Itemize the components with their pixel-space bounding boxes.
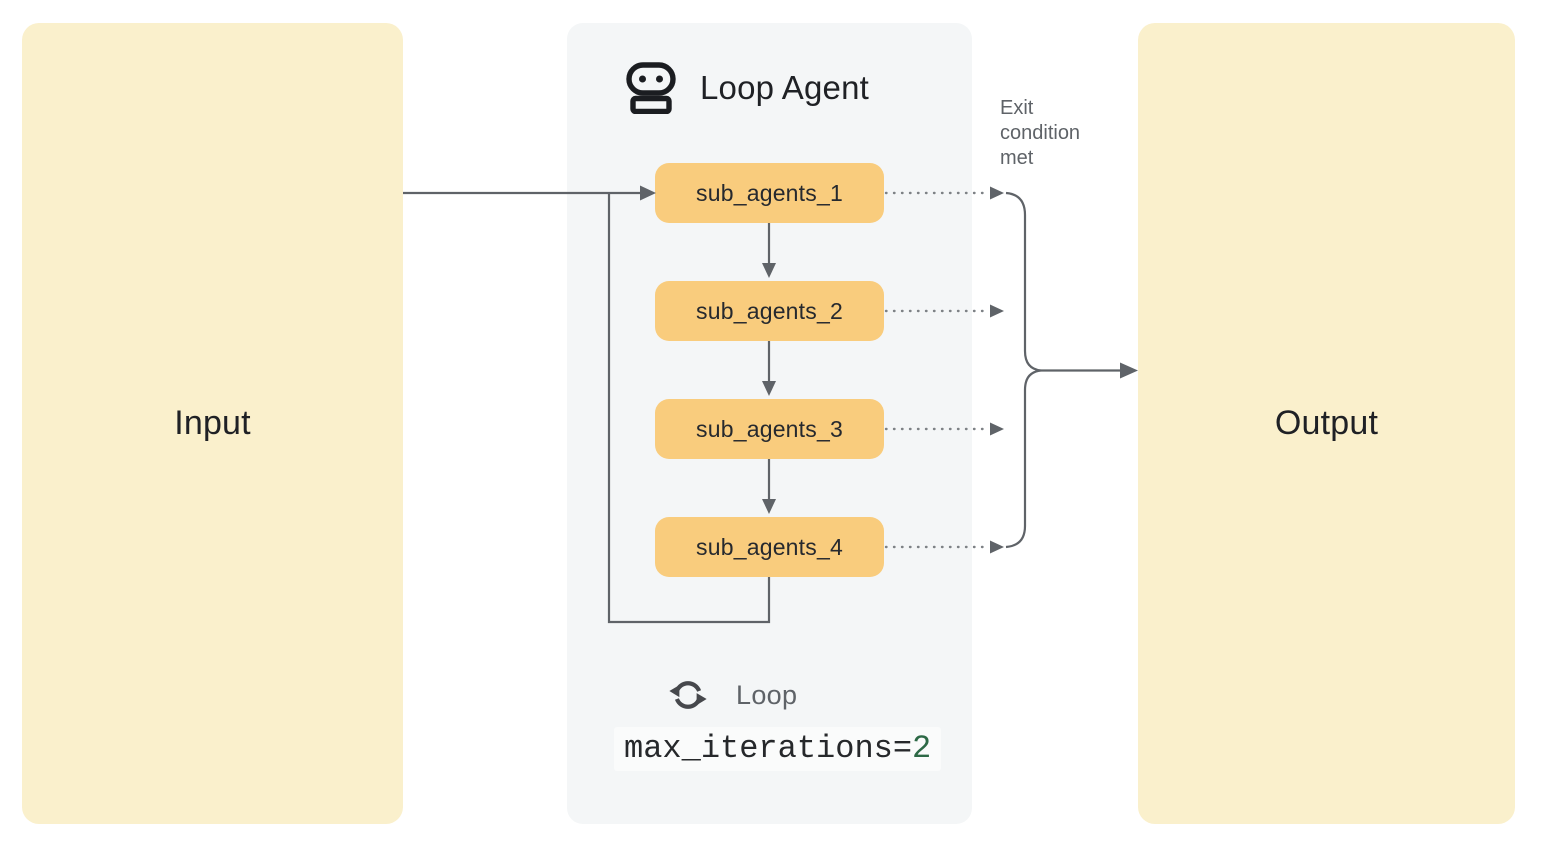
sub-agent-label-1: sub_agents_1 — [696, 179, 843, 206]
output-node: Output — [1138, 23, 1515, 824]
sub-agent-box-4: sub_agents_4 — [655, 517, 884, 577]
sub-agent-box-1: sub_agents_1 — [655, 163, 884, 223]
exit-merge-bracket — [1005, 191, 1042, 549]
exit-condition-note: Exit condition met — [1000, 97, 1081, 169]
code-text: max_iterations= — [624, 730, 913, 767]
input-node: Input — [22, 23, 403, 824]
sub-agent-label-3: sub_agents_3 — [696, 415, 843, 442]
sub-agent-box-3: sub_agents_3 — [655, 399, 884, 459]
loop-agent-title: Loop Agent — [700, 69, 869, 106]
sub-agent-box-2: sub_agents_2 — [655, 281, 884, 341]
output-label: Output — [1274, 404, 1379, 442]
loop-icon — [669, 681, 707, 709]
input-label: Input — [174, 404, 251, 442]
max-iterations-code: max_iterations=2 — [614, 727, 942, 771]
sub-agent-label-4: sub_agents_4 — [696, 533, 843, 560]
output-arrowhead — [1120, 362, 1138, 379]
code-value: 2 — [912, 730, 932, 767]
loop-agent-header: Loop Agent — [626, 62, 869, 114]
exit-dotted-arrowheads — [990, 186, 1004, 554]
loop-label: Loop — [736, 679, 798, 710]
sub-agent-label-2: sub_agents_2 — [696, 297, 843, 324]
robot-icon — [626, 62, 676, 114]
loop-indicator: Loop — [668, 674, 797, 716]
